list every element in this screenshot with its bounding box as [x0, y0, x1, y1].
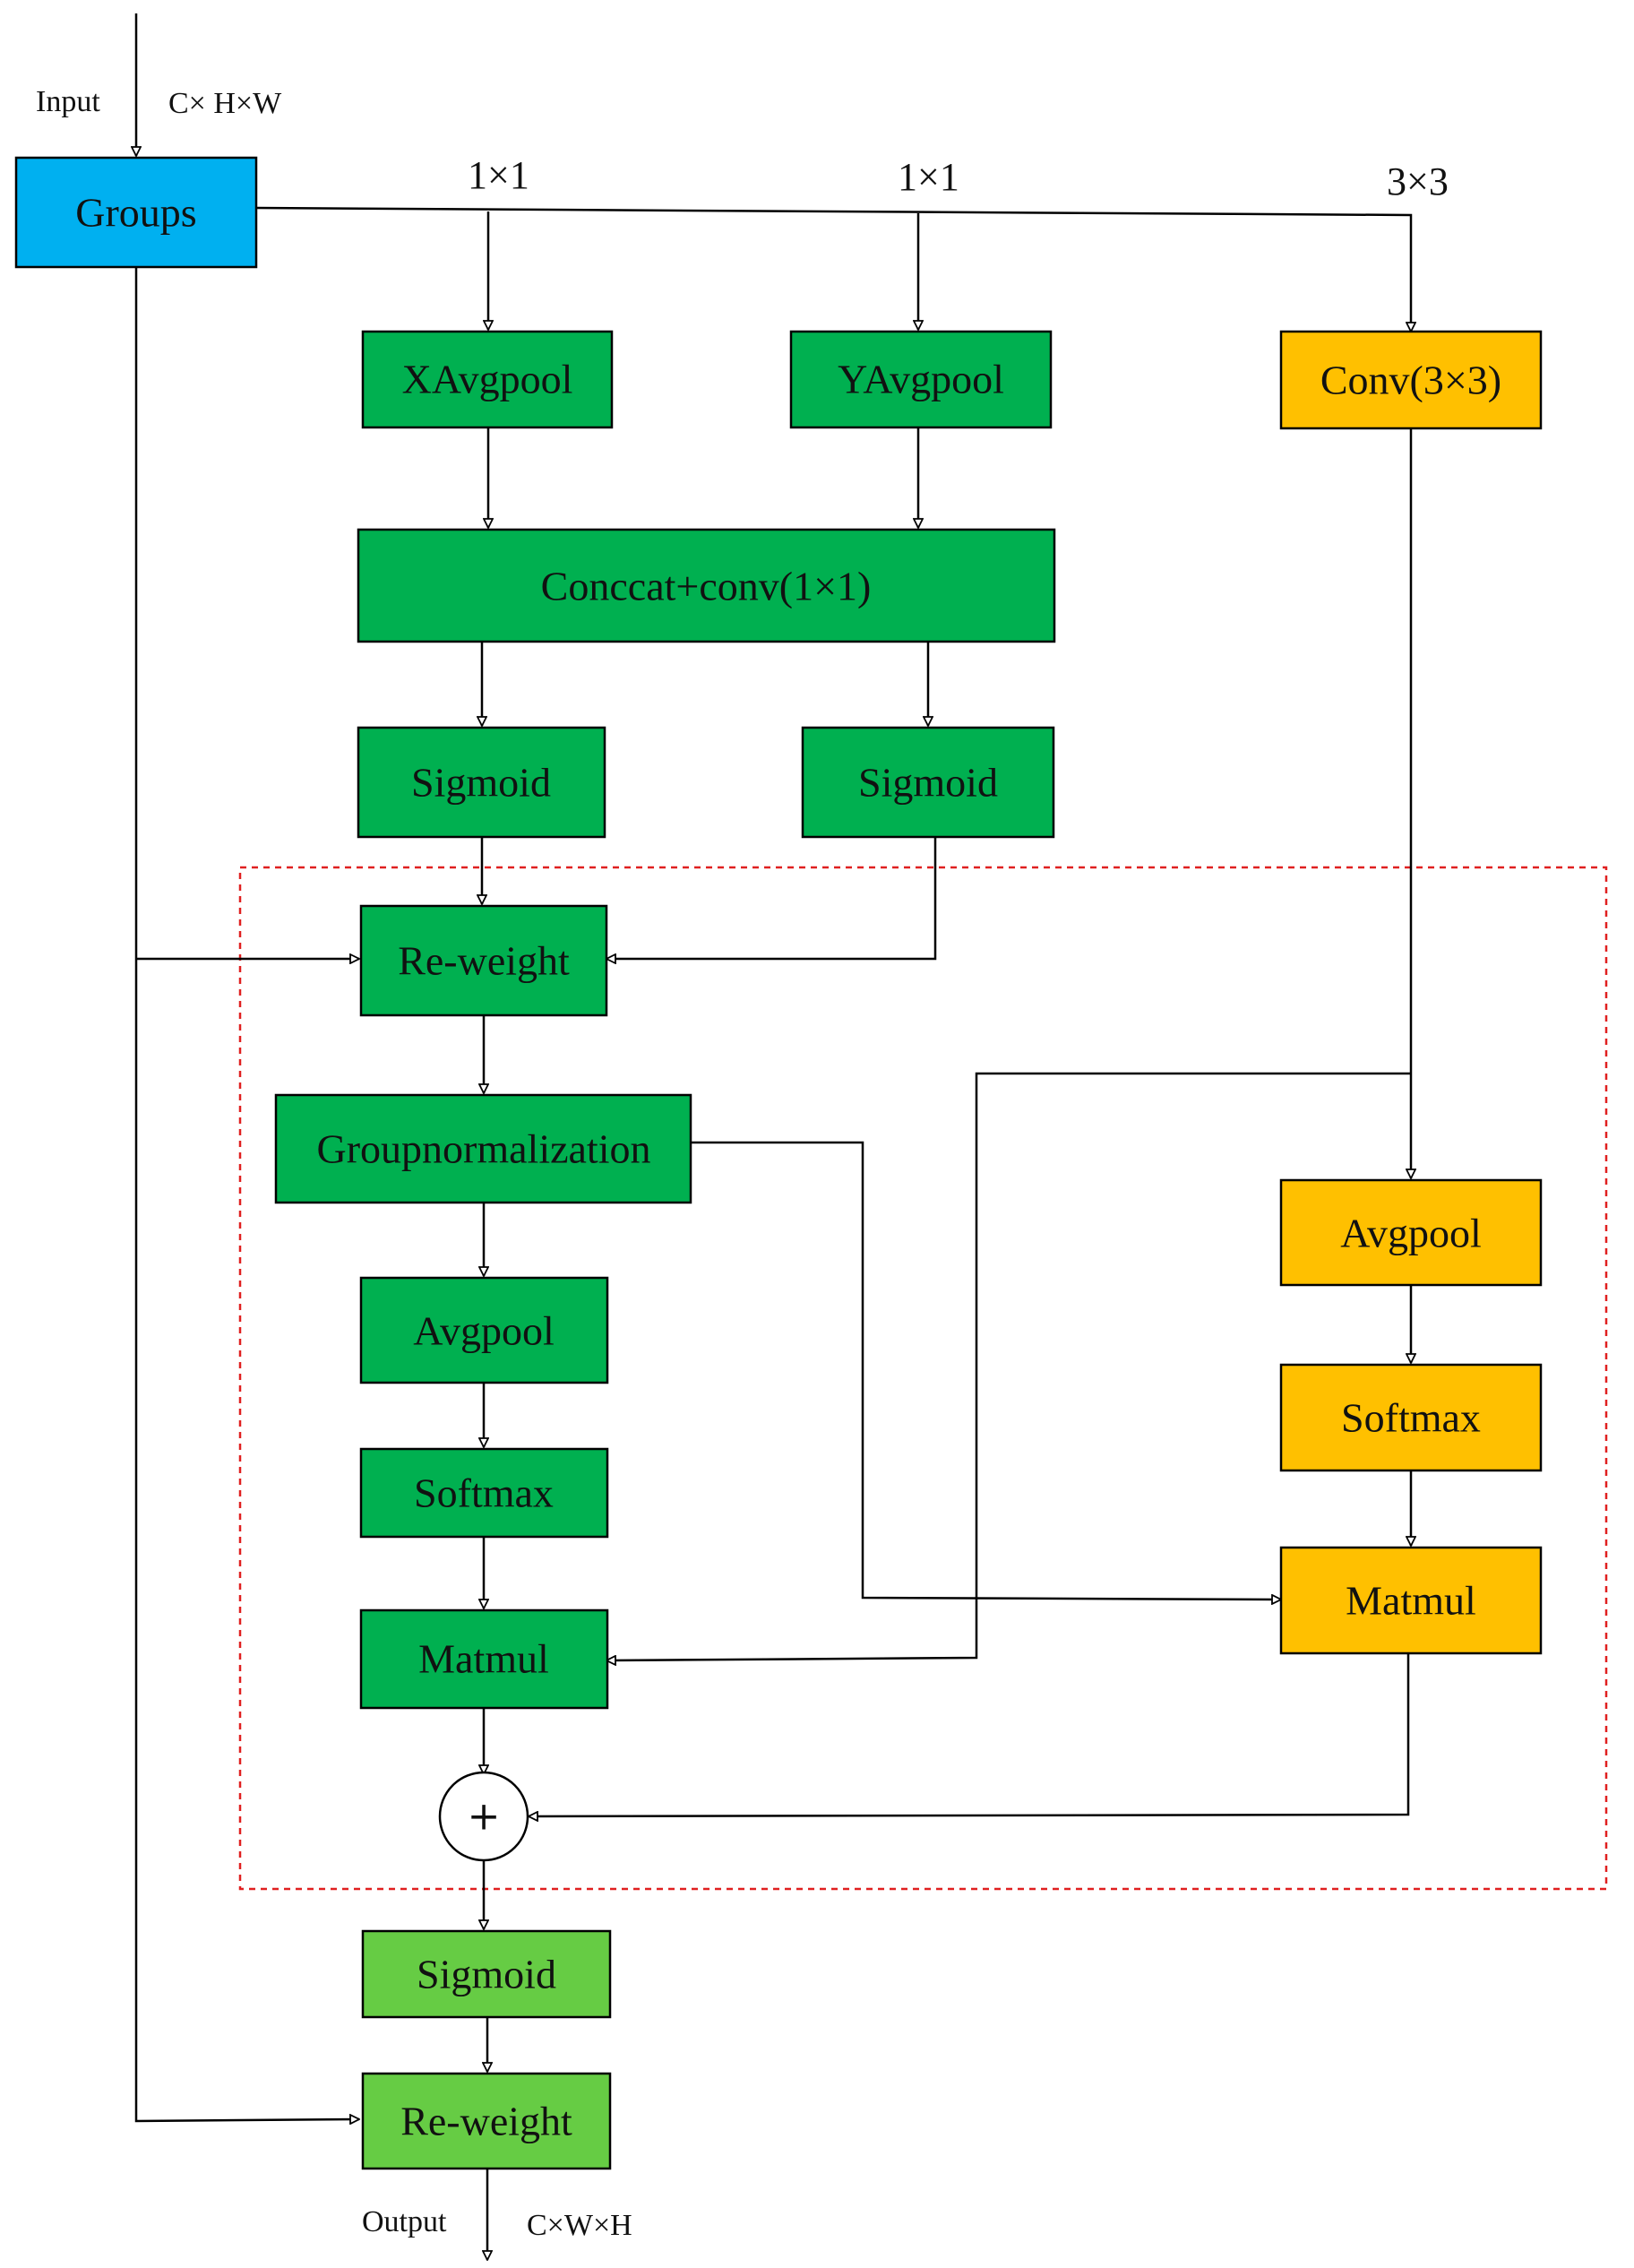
sigmoid-right-label: Sigmoid [858, 760, 998, 806]
groups-box: Groups [14, 156, 258, 269]
sigmoid-right-box: Sigmoid [801, 726, 1055, 839]
input-label: Input [36, 85, 100, 118]
sigmoid-out-box: Sigmoid [361, 1929, 612, 2019]
softmax-right-box: Softmax [1279, 1363, 1543, 1472]
output-shape-label: C×W×H [527, 2209, 632, 2242]
matmul-right-label: Matmul [1346, 1578, 1476, 1624]
avgpool-right-box: Avgpool [1279, 1178, 1543, 1287]
reweight-out-label: Re-weight [400, 2099, 572, 2144]
yavgpool-label: YAvgpool [838, 357, 1004, 402]
softmax-left-label: Softmax [414, 1470, 554, 1516]
avgpool-right-label: Avgpool [1340, 1211, 1482, 1256]
concat-conv-box: Conccat+conv(1×1) [357, 528, 1056, 643]
xavgpool-box: XAvgpool [361, 330, 614, 429]
groupnorm-box: Groupnormalization [274, 1093, 692, 1204]
x-branch-kernel-label: 1×1 [468, 153, 529, 197]
conv-branch-kernel-label: 3×3 [1387, 160, 1449, 203]
avgpool-left-label: Avgpool [413, 1308, 555, 1354]
groupnorm-label: Groupnormalization [316, 1126, 650, 1172]
matmul-left-box: Matmul [359, 1608, 609, 1710]
softmax-left-box: Softmax [359, 1447, 609, 1539]
xavgpool-label: XAvgpool [402, 357, 573, 402]
y-branch-kernel-label: 1×1 [898, 155, 959, 199]
conv3x3-box: Conv(3×3) [1279, 330, 1543, 430]
add-node: + [438, 1771, 529, 1862]
matmul-left-label: Matmul [418, 1636, 549, 1682]
reweight-inner-label: Re-weight [398, 938, 570, 984]
connectors [136, 13, 1411, 2260]
input-shape-label: C× H×W [168, 87, 282, 120]
conv3x3-label: Conv(3×3) [1320, 358, 1501, 403]
sigmoid-left-label: Sigmoid [411, 760, 551, 806]
dashed-attention-region [238, 866, 1608, 1891]
output-label: Output [362, 2205, 447, 2238]
matmul-right-box: Matmul [1279, 1546, 1543, 1655]
concat-conv-label: Conccat+conv(1×1) [541, 564, 872, 609]
reweight-out-box: Re-weight [361, 2072, 612, 2170]
reweight-inner-box: Re-weight [359, 904, 608, 1017]
avgpool-left-box: Avgpool [359, 1276, 609, 1384]
sigmoid-left-box: Sigmoid [357, 726, 606, 839]
plus-icon: + [468, 1794, 501, 1840]
sigmoid-out-label: Sigmoid [417, 1952, 556, 1997]
softmax-right-label: Softmax [1341, 1395, 1481, 1441]
groups-label: Groups [75, 190, 196, 236]
yavgpool-box: YAvgpool [789, 330, 1053, 429]
